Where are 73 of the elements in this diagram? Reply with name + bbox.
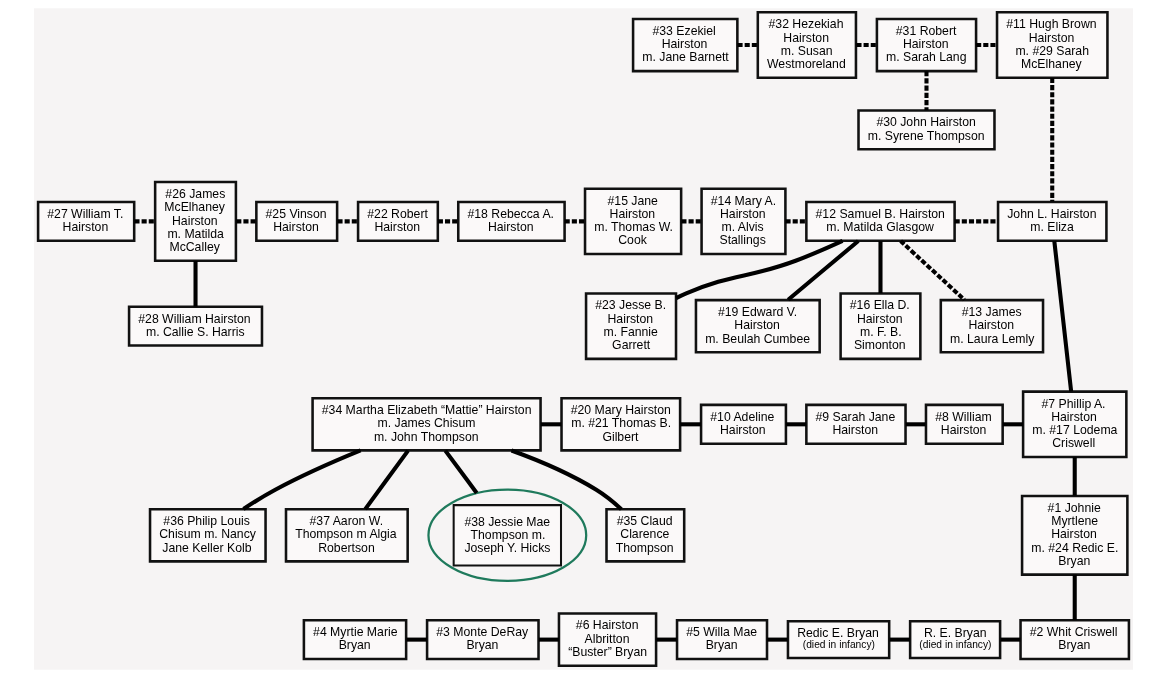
connector bbox=[923, 71, 929, 111]
node-box: #9 Sarah Jane Hairston bbox=[804, 403, 907, 445]
node-box: Redic E. Bryan (died in infancy) bbox=[786, 619, 890, 660]
node-box: #28 William Hairston m. Callie S. Harris bbox=[127, 305, 263, 347]
node-box: #18 Rebecca A. Hairston bbox=[456, 200, 566, 243]
node-box: #12 Samuel B. Hairston m. Matilda Glasgow bbox=[804, 200, 956, 243]
connector bbox=[975, 43, 997, 48]
connector bbox=[674, 239, 843, 300]
node-box: #14 Mary A. Hairston m. Alvis Stallings bbox=[699, 187, 787, 256]
connector bbox=[766, 637, 788, 642]
connector bbox=[510, 448, 623, 511]
connector bbox=[679, 422, 701, 427]
connector bbox=[785, 422, 806, 427]
connector bbox=[737, 43, 758, 48]
node-box: #16 Ella D. Hairston m. F. B. Simonton bbox=[838, 292, 922, 361]
node-box: #25 Vinson Hairston bbox=[254, 200, 338, 243]
node-box: #3 Monte DeRay Bryan bbox=[425, 618, 540, 661]
node-box: #13 James Hairston m. Laura Lemly bbox=[939, 298, 1044, 354]
node-box: #23 Jesse B. Hairston m. Fannie Garrett bbox=[584, 292, 677, 361]
node-box: #10 Adeline Hairston bbox=[699, 403, 787, 445]
node-box: #31 Robert Hairston m. Sarah Lang bbox=[875, 17, 977, 73]
connector bbox=[786, 239, 860, 302]
connector bbox=[437, 219, 458, 224]
node-box: #4 Myrtie Marie Bryan bbox=[302, 618, 407, 661]
node-box: #27 William T. Hairston bbox=[36, 200, 135, 243]
connector bbox=[363, 449, 410, 511]
connector bbox=[540, 422, 561, 427]
node-box: #32 Hezekiah Hairston m. Susan Westmoreland bbox=[756, 11, 857, 79]
connector bbox=[235, 219, 256, 224]
connector bbox=[443, 449, 478, 495]
connector bbox=[785, 219, 806, 224]
node-box: #15 Jane Hairston m. Thomas W. Cook bbox=[583, 187, 682, 256]
node-box: #30 John Hairston m. Syrene Thompson bbox=[856, 109, 996, 151]
connector bbox=[898, 239, 966, 302]
node-box: R. E. Bryan (died in infancy) bbox=[908, 619, 1001, 660]
connector bbox=[855, 43, 877, 48]
node-box: #11 Hugh Brown Hairston m. #29 Sarah McElhaney bbox=[995, 11, 1109, 79]
node-box: #5 Willa Mae Bryan bbox=[675, 618, 768, 661]
node-box: #26 James McElhaney Hairston m. Matilda McCalley bbox=[153, 180, 237, 262]
node-box: #20 Mary Hairston m. #21 Thomas B. Gilbert bbox=[559, 396, 681, 452]
connector bbox=[889, 637, 910, 642]
node-box: #8 William Hairston bbox=[924, 403, 1004, 445]
node-box: #2 Whit Criswell Bryan bbox=[1018, 618, 1130, 661]
node-box: #36 Philip Louis Chisum m. Nancy Jane Keller Kolb bbox=[148, 507, 267, 563]
connector bbox=[877, 241, 883, 294]
node-box: #1 Johnie Myrtlene Hairston m. #24 Redic E. Bryan bbox=[1020, 494, 1129, 576]
connector bbox=[133, 219, 155, 224]
connector bbox=[193, 260, 198, 307]
connector bbox=[1072, 574, 1077, 621]
node-box: John L. Hairston m. Eliza bbox=[996, 200, 1108, 243]
node-box: #35 Claud Clarence Thompson bbox=[604, 507, 685, 563]
connector bbox=[1002, 422, 1023, 427]
node-box: #33 Ezekiel Hairston m. Jane Barnett bbox=[631, 17, 739, 73]
connector bbox=[905, 422, 926, 427]
node-box: #22 Robert Hairston bbox=[356, 200, 439, 243]
connector bbox=[564, 219, 585, 224]
connector bbox=[405, 637, 427, 642]
connector bbox=[680, 219, 701, 224]
node-box: #7 Phillip A. Hairston m. #17 Lodema Criswell bbox=[1021, 390, 1128, 459]
node-box: #6 Hairston Albritton “Buster” Bryan bbox=[557, 612, 657, 667]
node-box: #34 Martha Elizabeth “Mattie” Hairston m. James Chisum m. John Thompson bbox=[310, 396, 542, 452]
connector bbox=[538, 637, 559, 642]
connector bbox=[954, 219, 998, 224]
connector bbox=[1051, 240, 1073, 392]
node-box: #37 Aaron W. Thompson m Algia Robertson bbox=[284, 507, 409, 563]
connector bbox=[999, 637, 1020, 642]
node-box: #19 Edward V. Hairston m. Beulah Cumbee bbox=[694, 298, 821, 354]
connector bbox=[655, 637, 677, 642]
connector bbox=[1049, 78, 1054, 202]
connector bbox=[1072, 457, 1077, 496]
node-ellipse: #38 Jessie Mae Thompson m. Joseph Y. Hicks bbox=[426, 488, 587, 582]
connector bbox=[241, 448, 361, 511]
connector bbox=[336, 219, 358, 224]
